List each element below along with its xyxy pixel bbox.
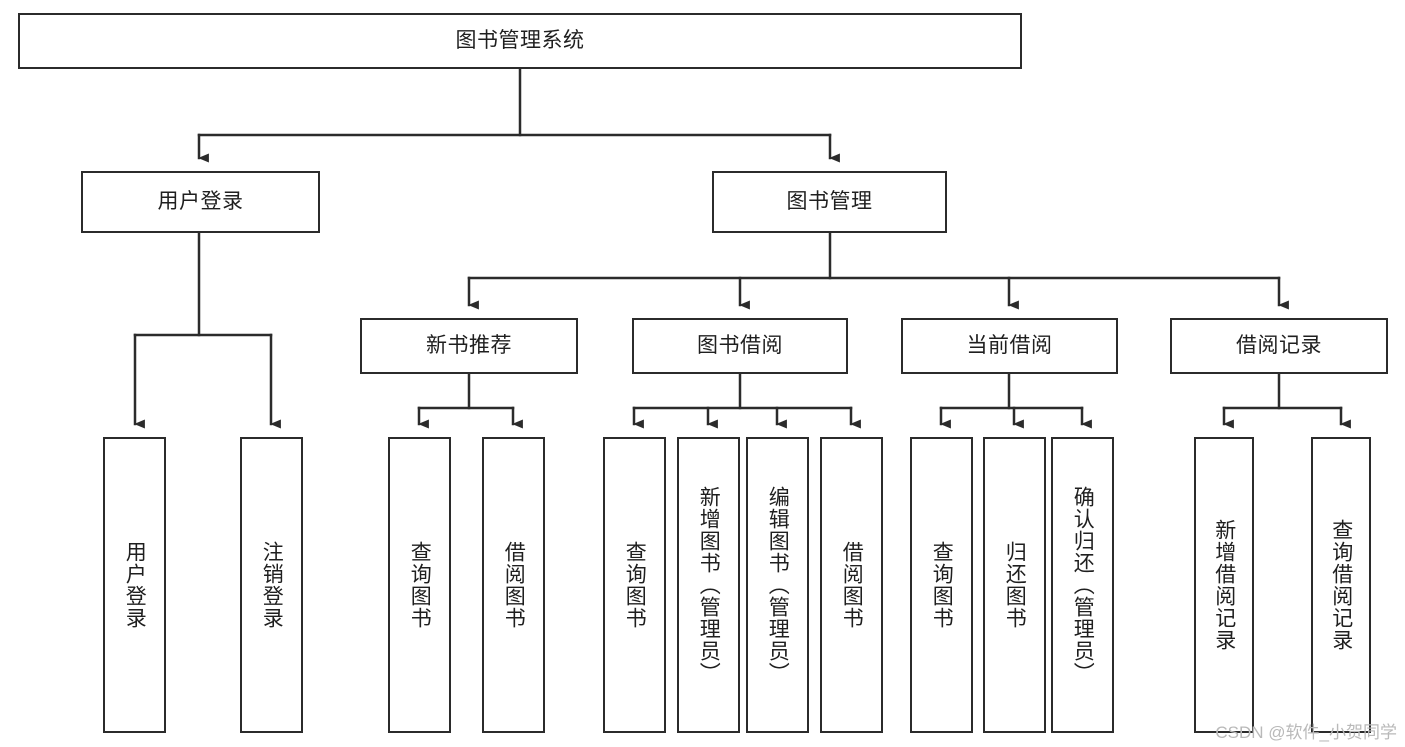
node-new-book-recommend-label: 新书推荐 [426,334,512,358]
node-leaf-query-book-3-label: 查询图书 [930,541,954,629]
node-leaf-query-borrow-record[interactable]: 查询借阅记录 [1311,437,1371,733]
node-leaf-query-book-1[interactable]: 查询图书 [388,437,451,733]
node-book-borrow-label: 图书借阅 [697,334,783,358]
node-borrow-record[interactable]: 借阅记录 [1170,318,1388,374]
node-leaf-borrow-book-1[interactable]: 借阅图书 [482,437,545,733]
node-current-borrow-label: 当前借阅 [966,334,1053,358]
node-leaf-query-borrow-record-label: 查询借阅记录 [1329,519,1353,651]
node-current-borrow[interactable]: 当前借阅 [901,318,1118,374]
node-leaf-user-login[interactable]: 用户登录 [103,437,166,733]
node-user-login-label: 用户登录 [157,190,244,214]
node-root-label: 图书管理系统 [455,29,585,53]
node-leaf-add-book[interactable]: 新增图书（管理员） [677,437,740,733]
node-user-login[interactable]: 用户登录 [81,171,320,233]
node-leaf-confirm-return[interactable]: 确认归还（管理员） [1051,437,1114,733]
node-leaf-query-book-2-label: 查询图书 [623,541,647,629]
node-leaf-user-logout-label: 注销登录 [260,541,284,629]
node-borrow-record-label: 借阅记录 [1236,334,1322,358]
watermark-text: CSDN @软件_小贺同学 [1215,723,1397,742]
node-leaf-return-book[interactable]: 归还图书 [983,437,1046,733]
node-book-manage-label: 图书管理 [786,190,873,214]
node-leaf-return-book-label: 归还图书 [1003,541,1027,629]
node-book-manage[interactable]: 图书管理 [712,171,947,233]
node-book-borrow[interactable]: 图书借阅 [632,318,848,374]
node-leaf-user-login-label: 用户登录 [123,541,147,629]
node-leaf-query-book-2[interactable]: 查询图书 [603,437,666,733]
node-leaf-add-book-label: 新增图书（管理员） [697,486,721,684]
node-leaf-query-book-1-label: 查询图书 [408,541,432,629]
node-leaf-borrow-book-2-label: 借阅图书 [840,541,864,629]
node-leaf-borrow-book-2[interactable]: 借阅图书 [820,437,883,733]
node-leaf-edit-book-label: 编辑图书（管理员） [766,486,790,684]
node-leaf-user-logout[interactable]: 注销登录 [240,437,303,733]
node-leaf-edit-book[interactable]: 编辑图书（管理员） [746,437,809,733]
node-leaf-add-borrow-record-label: 新增借阅记录 [1212,519,1236,651]
node-leaf-query-book-3[interactable]: 查询图书 [910,437,973,733]
node-new-book-recommend[interactable]: 新书推荐 [360,318,578,374]
node-leaf-borrow-book-1-label: 借阅图书 [502,541,526,629]
node-leaf-add-borrow-record[interactable]: 新增借阅记录 [1194,437,1254,733]
node-leaf-confirm-return-label: 确认归还（管理员） [1071,486,1095,684]
node-root[interactable]: 图书管理系统 [18,13,1022,69]
